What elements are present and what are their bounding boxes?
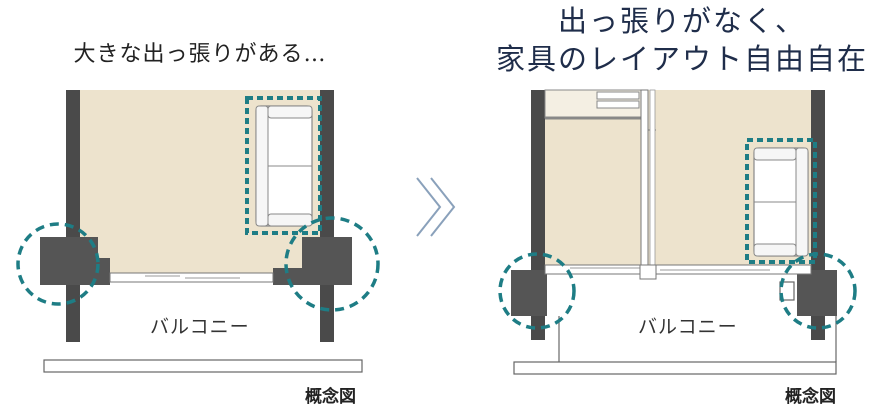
left-pillar-right-notch	[273, 268, 302, 285]
left-wall-right	[320, 90, 334, 342]
right-title-line2: 家具のレイアウト自由自在	[495, 42, 868, 76]
right-title: 出っ張りがなく、 家具のレイアウト自由自在	[480, 2, 884, 78]
left-sofa-highlight	[245, 96, 322, 235]
left-pillar-left-notch	[98, 258, 110, 285]
left-title: 大きな出っ張りがある…	[73, 42, 327, 67]
left-balcony-label: バルコニー	[150, 316, 250, 338]
left-pillar-left	[40, 237, 98, 285]
right-pillar-highlight-right	[779, 252, 857, 330]
right-balcony-label: バルコニー	[638, 316, 738, 338]
right-pillar-left	[511, 270, 547, 316]
right-outdoor-unit	[779, 281, 795, 301]
right-title-line1: 出っ張りがなく、	[557, 4, 806, 38]
right-pillar-highlight-left	[498, 252, 576, 330]
chevron-right-icon	[416, 177, 456, 237]
left-caption: 概念図	[305, 387, 356, 407]
right-caption: 概念図	[785, 387, 836, 407]
right-sofa-highlight	[745, 138, 817, 264]
right-sofa	[753, 147, 809, 257]
left-pillar-right	[302, 237, 352, 285]
left-floor-plan	[16, 90, 380, 373]
right-floor-plan	[498, 89, 857, 375]
left-balcony-rail	[43, 359, 363, 373]
right-balcony-rail	[513, 361, 837, 375]
left-sofa	[255, 105, 313, 227]
left-pillar-highlight-left	[16, 222, 100, 306]
right-partition-wall	[640, 89, 649, 266]
right-pillar-right	[797, 270, 837, 316]
left-pillar-highlight-right	[284, 216, 380, 312]
